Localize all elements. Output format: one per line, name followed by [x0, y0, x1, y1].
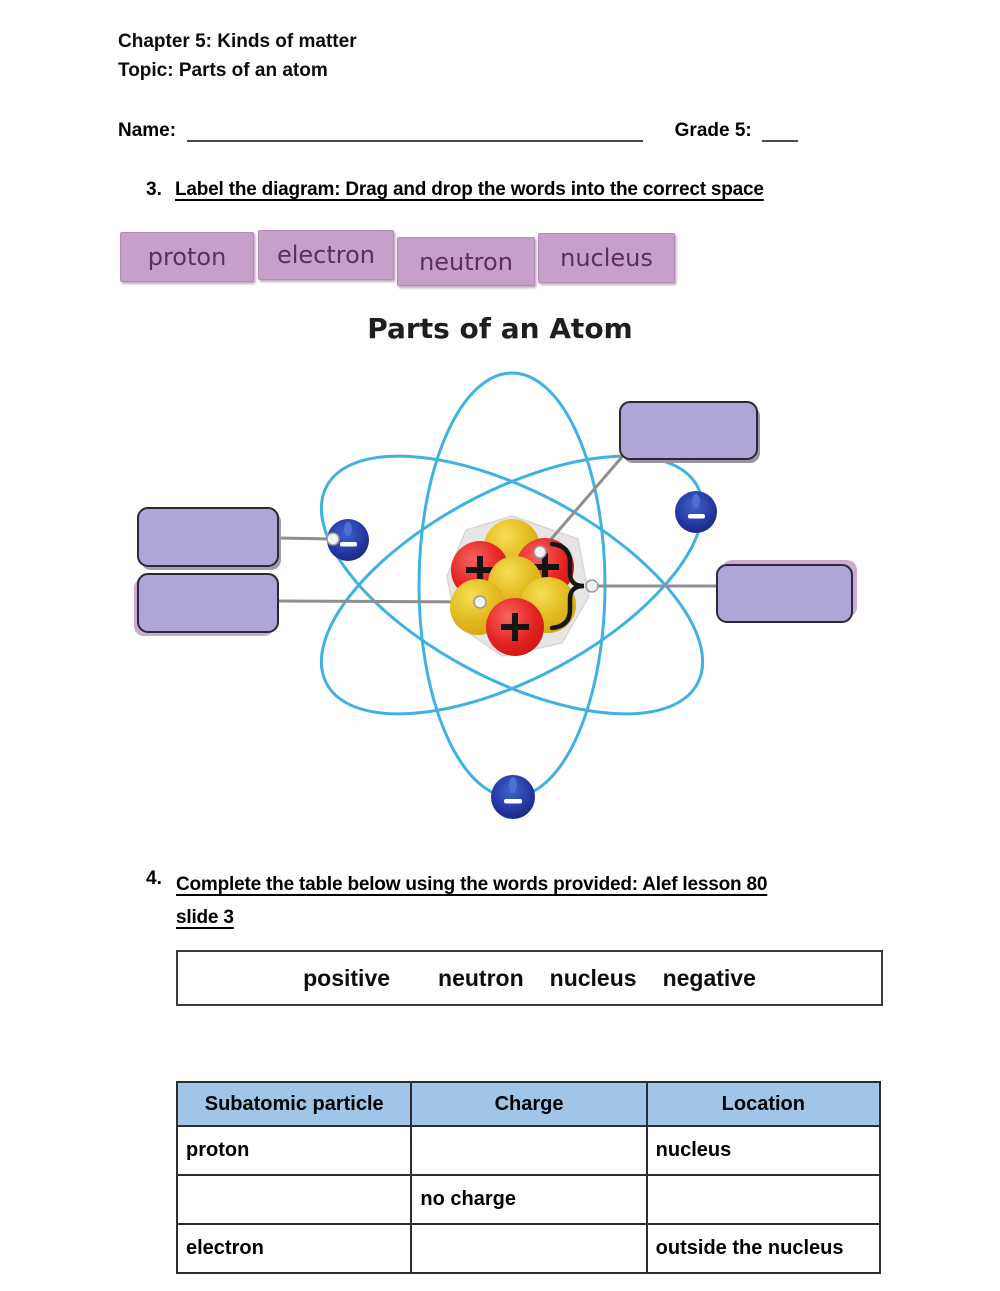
plus-sign [501, 613, 529, 641]
name-label: Name: [118, 120, 177, 141]
electron-sphere [327, 519, 369, 561]
word-bank-neutron: neutron [438, 964, 524, 991]
answer-cell-neutron-location[interactable] [645, 1174, 882, 1225]
q3-number: 3. [146, 179, 162, 200]
q4-prompt-line2: slide 3 [176, 907, 234, 928]
label-drop-boxes [134, 401, 857, 636]
leader-line-top-right [538, 456, 624, 553]
answer-table: Subatomic particle Charge Location proto… [175, 1081, 882, 1274]
word-tile-proton[interactable]: proton [120, 232, 254, 282]
q4-number: 4. [146, 868, 162, 889]
label-drop-box-left-lower[interactable] [137, 573, 279, 633]
cell-proton-location: nucleus [645, 1125, 882, 1176]
cell-particle-electron: electron [175, 1223, 413, 1274]
connector-dot [533, 545, 547, 559]
name-blank-field[interactable] [187, 122, 644, 142]
grade-blank-field[interactable] [762, 122, 799, 142]
word-bank-negative: negative [662, 964, 756, 991]
table-row: no charge [175, 1174, 882, 1225]
word-tile-nucleus[interactable]: nucleus [538, 233, 675, 283]
label-drop-box-right-middle[interactable] [716, 564, 853, 623]
leader-line-left-lower [277, 599, 481, 604]
electron-sphere [675, 491, 717, 533]
topic-title: Topic: Parts of an atom [118, 60, 328, 81]
grade-label: Grade 5: [674, 120, 752, 141]
connector-dot [326, 532, 340, 546]
answer-cell-proton-charge[interactable] [410, 1125, 648, 1176]
nucleus-brace [549, 541, 585, 631]
connector-dot [473, 595, 487, 609]
nucleus-particles [450, 519, 576, 656]
atom-diagram [134, 371, 857, 819]
cell-electron-location: outside the nucleus [645, 1223, 882, 1274]
label-drop-box-top-right[interactable] [619, 401, 758, 460]
word-bank-positive: positive [303, 964, 391, 991]
orbit-diagonal-down [319, 454, 705, 716]
connector-dots [326, 532, 599, 609]
q3-prompt: Label the diagram: Drag and drop the wor… [175, 179, 764, 200]
diagram-title: Parts of an Atom [367, 312, 633, 345]
electrons [327, 491, 717, 819]
header-subatomic-particle: Subatomic particle [175, 1081, 413, 1127]
orbit-diagonal-up [319, 454, 705, 716]
table-row: proton nucleus [175, 1125, 882, 1176]
cell-neutron-charge: no charge [410, 1174, 648, 1225]
word-tile-electron[interactable]: electron [258, 230, 394, 280]
header-location: Location [645, 1081, 882, 1127]
answer-cell-electron-charge[interactable] [410, 1223, 648, 1274]
table-row: electron outside the nucleus [175, 1223, 882, 1274]
word-tile-neutron[interactable]: neutron [397, 237, 535, 286]
connector-dot [585, 579, 599, 593]
chapter-title: Chapter 5: Kinds of matter [118, 31, 357, 52]
header-charge: Charge [410, 1081, 648, 1127]
table-header-row: Subatomic particle Charge Location [175, 1081, 882, 1127]
q4-prompt-line1: Complete the table below using the words… [176, 874, 768, 895]
leader-lines [277, 456, 717, 604]
word-bank: positive neutron nucleus negative [176, 950, 883, 1006]
electron-sphere [491, 775, 535, 819]
leader-line-left-upper [277, 536, 334, 541]
cell-particle-proton: proton [175, 1125, 413, 1176]
label-drop-box-left-upper[interactable] [137, 507, 279, 567]
answer-cell-neutron-particle[interactable] [175, 1174, 413, 1225]
word-bank-nucleus: nucleus [549, 964, 637, 991]
